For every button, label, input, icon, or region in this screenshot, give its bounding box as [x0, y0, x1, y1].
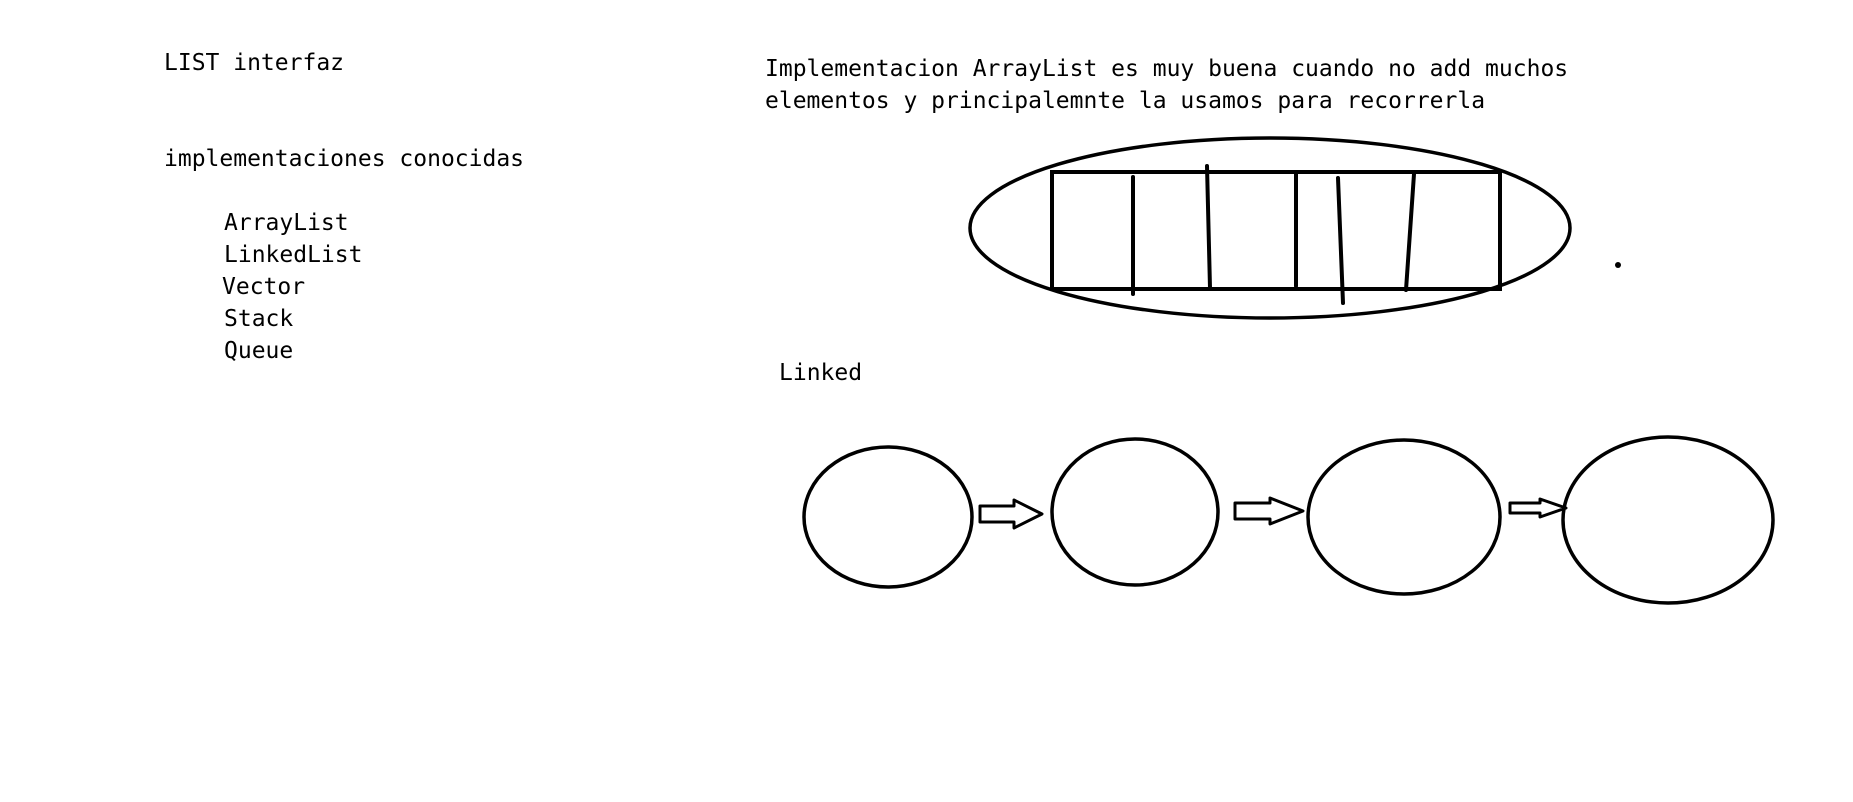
linked-arrow-2 [1233, 496, 1305, 526]
implementation-item: Queue [224, 338, 294, 364]
linked-node [1306, 438, 1502, 596]
implementation-item: LinkedList [224, 242, 363, 268]
stray-dot [1615, 262, 1621, 268]
list-interface-title: LIST interfaz [164, 50, 345, 76]
linked-node [1561, 435, 1775, 605]
arraylist-drawing [968, 136, 1621, 320]
implementation-item: Stack [224, 306, 294, 332]
arraylist-array-box [1050, 170, 1502, 291]
linked-arrow-3 [1508, 497, 1568, 519]
linked-arrow-1 [978, 498, 1044, 530]
implementation-item: ArrayList [224, 210, 349, 236]
arraylist-outer-ellipse [968, 136, 1572, 320]
known-implementations-heading: implementaciones conocidas [164, 146, 525, 172]
arraylist-cell-divider [1404, 172, 1416, 292]
linked-label: Linked [779, 360, 863, 386]
implementation-item: Vector [222, 274, 306, 300]
arraylist-note-line-1: Implementacion ArrayList es muy buena cu… [765, 56, 1569, 82]
arraylist-cell-divider [1336, 176, 1345, 305]
linkedlist-drawing [802, 435, 1775, 605]
linked-node [802, 445, 974, 589]
arraylist-cell-divider [1205, 164, 1212, 290]
linked-node [1050, 437, 1220, 587]
arraylist-note-line-2: elementos y principalemnte la usamos par… [765, 88, 1486, 114]
